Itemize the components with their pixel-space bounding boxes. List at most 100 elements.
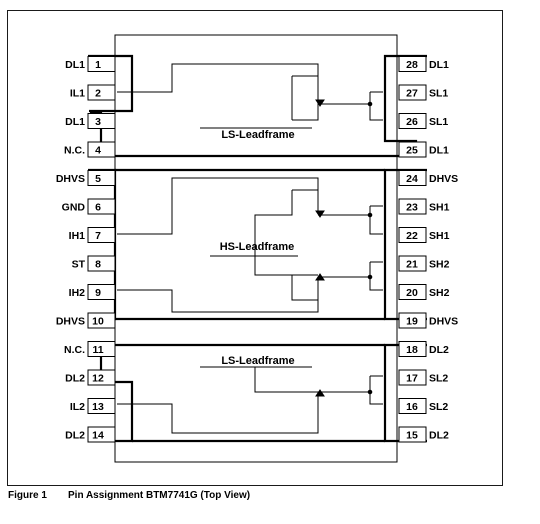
pin-box bbox=[87, 369, 116, 386]
pin-name: DL1 bbox=[429, 145, 449, 157]
pin-11: 11 N.C. bbox=[64, 341, 116, 357]
pin-box bbox=[87, 113, 116, 129]
pin-name: DL1 bbox=[429, 59, 449, 71]
figure-caption: Pin Assignment BTM7741G (Top View) bbox=[68, 490, 251, 501]
pin-box bbox=[398, 312, 427, 329]
pin-number: 18 bbox=[406, 344, 418, 356]
pin-number: 12 bbox=[92, 373, 104, 385]
pin-number: 26 bbox=[406, 116, 418, 128]
pin-number: 5 bbox=[95, 173, 101, 185]
pin-box bbox=[398, 398, 427, 414]
pin-name: IH2 bbox=[69, 287, 86, 299]
pin-box bbox=[398, 198, 427, 215]
pin-2: 2 IL1 bbox=[70, 84, 116, 101]
pin-box bbox=[398, 284, 427, 300]
pin-24: 24 DHVS bbox=[398, 170, 458, 186]
pin-box bbox=[87, 141, 116, 158]
pin-15: 15 DL2 bbox=[398, 426, 449, 443]
pin-name: SH2 bbox=[429, 287, 450, 299]
pin-box bbox=[398, 369, 427, 386]
pin-name: DL1 bbox=[65, 59, 85, 71]
pin-box bbox=[87, 198, 116, 215]
pin-number: 11 bbox=[92, 344, 103, 356]
pin-name: SL1 bbox=[429, 88, 448, 100]
pin-name: SH1 bbox=[429, 202, 450, 214]
pin-name: GND bbox=[62, 202, 86, 214]
pin-19: 19 DHVS bbox=[398, 312, 458, 329]
pin-name: ST bbox=[72, 259, 86, 271]
pin-box bbox=[87, 426, 116, 443]
pin-box bbox=[87, 255, 116, 272]
pin-box bbox=[87, 398, 116, 414]
pin-number: 17 bbox=[406, 373, 418, 385]
pin-number: 24 bbox=[406, 173, 418, 185]
figure-frame bbox=[7, 10, 503, 486]
pin-17: 17 SL2 bbox=[398, 369, 448, 386]
pin-number: 27 bbox=[406, 88, 418, 100]
pin-name: SL1 bbox=[429, 116, 448, 128]
pin-name: DHVS bbox=[56, 316, 85, 328]
pin-name: N.C. bbox=[64, 344, 85, 356]
pin-number: 14 bbox=[92, 430, 104, 442]
pin-box bbox=[87, 284, 116, 300]
figure-number: Figure 1 bbox=[8, 490, 47, 501]
pin-name: DHVS bbox=[56, 173, 85, 185]
pin-12: 12 DL2 bbox=[65, 369, 116, 386]
label-ls-leadframe-bottom: LS-Leadframe bbox=[221, 355, 294, 367]
pin-6: 6 GND bbox=[62, 198, 116, 215]
pin-number: 19 bbox=[406, 316, 418, 328]
pin-number: 9 bbox=[95, 287, 101, 299]
hs-transistors bbox=[117, 177, 383, 313]
pin-number: 6 bbox=[95, 202, 101, 214]
pin-9: 9 IH2 bbox=[69, 284, 116, 300]
pin-name: DHVS bbox=[429, 316, 458, 328]
pin-box bbox=[87, 341, 116, 357]
pin-box bbox=[87, 170, 116, 186]
pin-26: 26 SL1 bbox=[398, 113, 448, 129]
pin-name: IL2 bbox=[70, 401, 85, 413]
pin-number: 8 bbox=[95, 259, 101, 271]
pin-box bbox=[398, 141, 427, 158]
pin-name: DL2 bbox=[65, 430, 85, 442]
figure-caption-block: Figure 1 Pin Assignment BTM7741G (Top Vie… bbox=[8, 490, 250, 501]
pin-name: IL1 bbox=[70, 88, 85, 100]
pin-name: DL2 bbox=[429, 344, 449, 356]
pin-name: DL2 bbox=[65, 373, 85, 385]
pin-name: N.C. bbox=[64, 145, 85, 157]
ls-bottom-transistor bbox=[117, 366, 383, 434]
pin-box bbox=[87, 56, 116, 72]
label-ls-leadframe-top: LS-Leadframe bbox=[221, 129, 294, 141]
pin-number: 13 bbox=[92, 401, 104, 413]
pin-number: 15 bbox=[406, 430, 418, 442]
pin-box bbox=[398, 255, 427, 272]
pin-box bbox=[87, 84, 116, 101]
pin-name: DHVS bbox=[429, 173, 458, 185]
pin-box bbox=[398, 227, 427, 243]
pin-box bbox=[87, 227, 116, 243]
pin-box bbox=[398, 426, 427, 443]
pin-box bbox=[398, 113, 427, 129]
pin-number: 16 bbox=[406, 401, 418, 413]
pin-number: 22 bbox=[406, 230, 418, 242]
pin-14: 14 DL2 bbox=[65, 426, 116, 443]
pin-box bbox=[398, 84, 427, 101]
leadframe-labels: LS-Leadframe HS-Leadframe LS-Leadframe bbox=[220, 129, 295, 367]
pin-name: SL2 bbox=[429, 373, 448, 385]
pin-number: 4 bbox=[95, 145, 101, 157]
pin-18: 18 DL2 bbox=[398, 341, 449, 357]
pin-number: 2 bbox=[95, 88, 101, 100]
pin-box bbox=[398, 170, 427, 186]
pin-name: DL2 bbox=[429, 430, 449, 442]
pin-name: DL1 bbox=[65, 116, 85, 128]
